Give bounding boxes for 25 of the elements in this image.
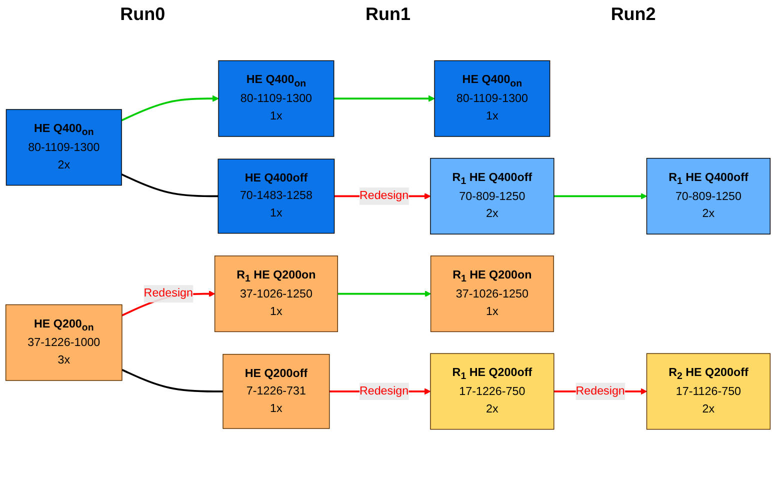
node-box: HE Q200off 7-1226-731 1x — [222, 354, 330, 429]
node-box: HE Q400$_{on}$ 80-1109-1300 1x — [218, 60, 334, 137]
arrow — [338, 290, 432, 297]
node-box: R$_{1}$ HE Q400off 70-809-1250 2x — [646, 158, 771, 234]
edge-label: Redesign — [576, 384, 625, 398]
connector — [122, 368, 223, 392]
column-heading: Run1 — [365, 4, 410, 25]
connector — [121, 173, 218, 198]
edge-label: Redesign — [359, 190, 409, 202]
edge-label: Redesign — [144, 287, 193, 300]
node-box: R$_{1}$ HE Q200on 37-1026-1250 1x — [430, 256, 554, 332]
node-box: R$_{2}$ HE Q200off 17-1126-750 2x — [646, 353, 771, 430]
node-box: HE Q400$_{on}$ 80-1109-1300 1x — [434, 60, 550, 137]
node-box: R$_{1}$ HE Q200off 17-1226-750 2x — [430, 353, 554, 430]
node-box: HE Q400$_{on}$ 80-1109-1300 2x — [6, 109, 122, 186]
node-box: HE Q400off 70-1483-1258 1x — [218, 158, 335, 234]
column-heading: Run2 — [610, 4, 656, 25]
node-box: R$_{1}$ HE Q200on 37-1026-1250 1x — [214, 256, 338, 332]
arrow — [334, 95, 435, 102]
node-box: HE Q200$_{on}$ 37-1226-1000 3x — [5, 304, 122, 381]
edge-label: Redesign — [359, 384, 409, 398]
arrow — [121, 95, 219, 122]
node-box: R$_{1}$ HE Q400off 70-809-1250 2x — [430, 158, 554, 234]
arrow — [554, 193, 648, 200]
column-heading: Run0 — [120, 4, 166, 25]
